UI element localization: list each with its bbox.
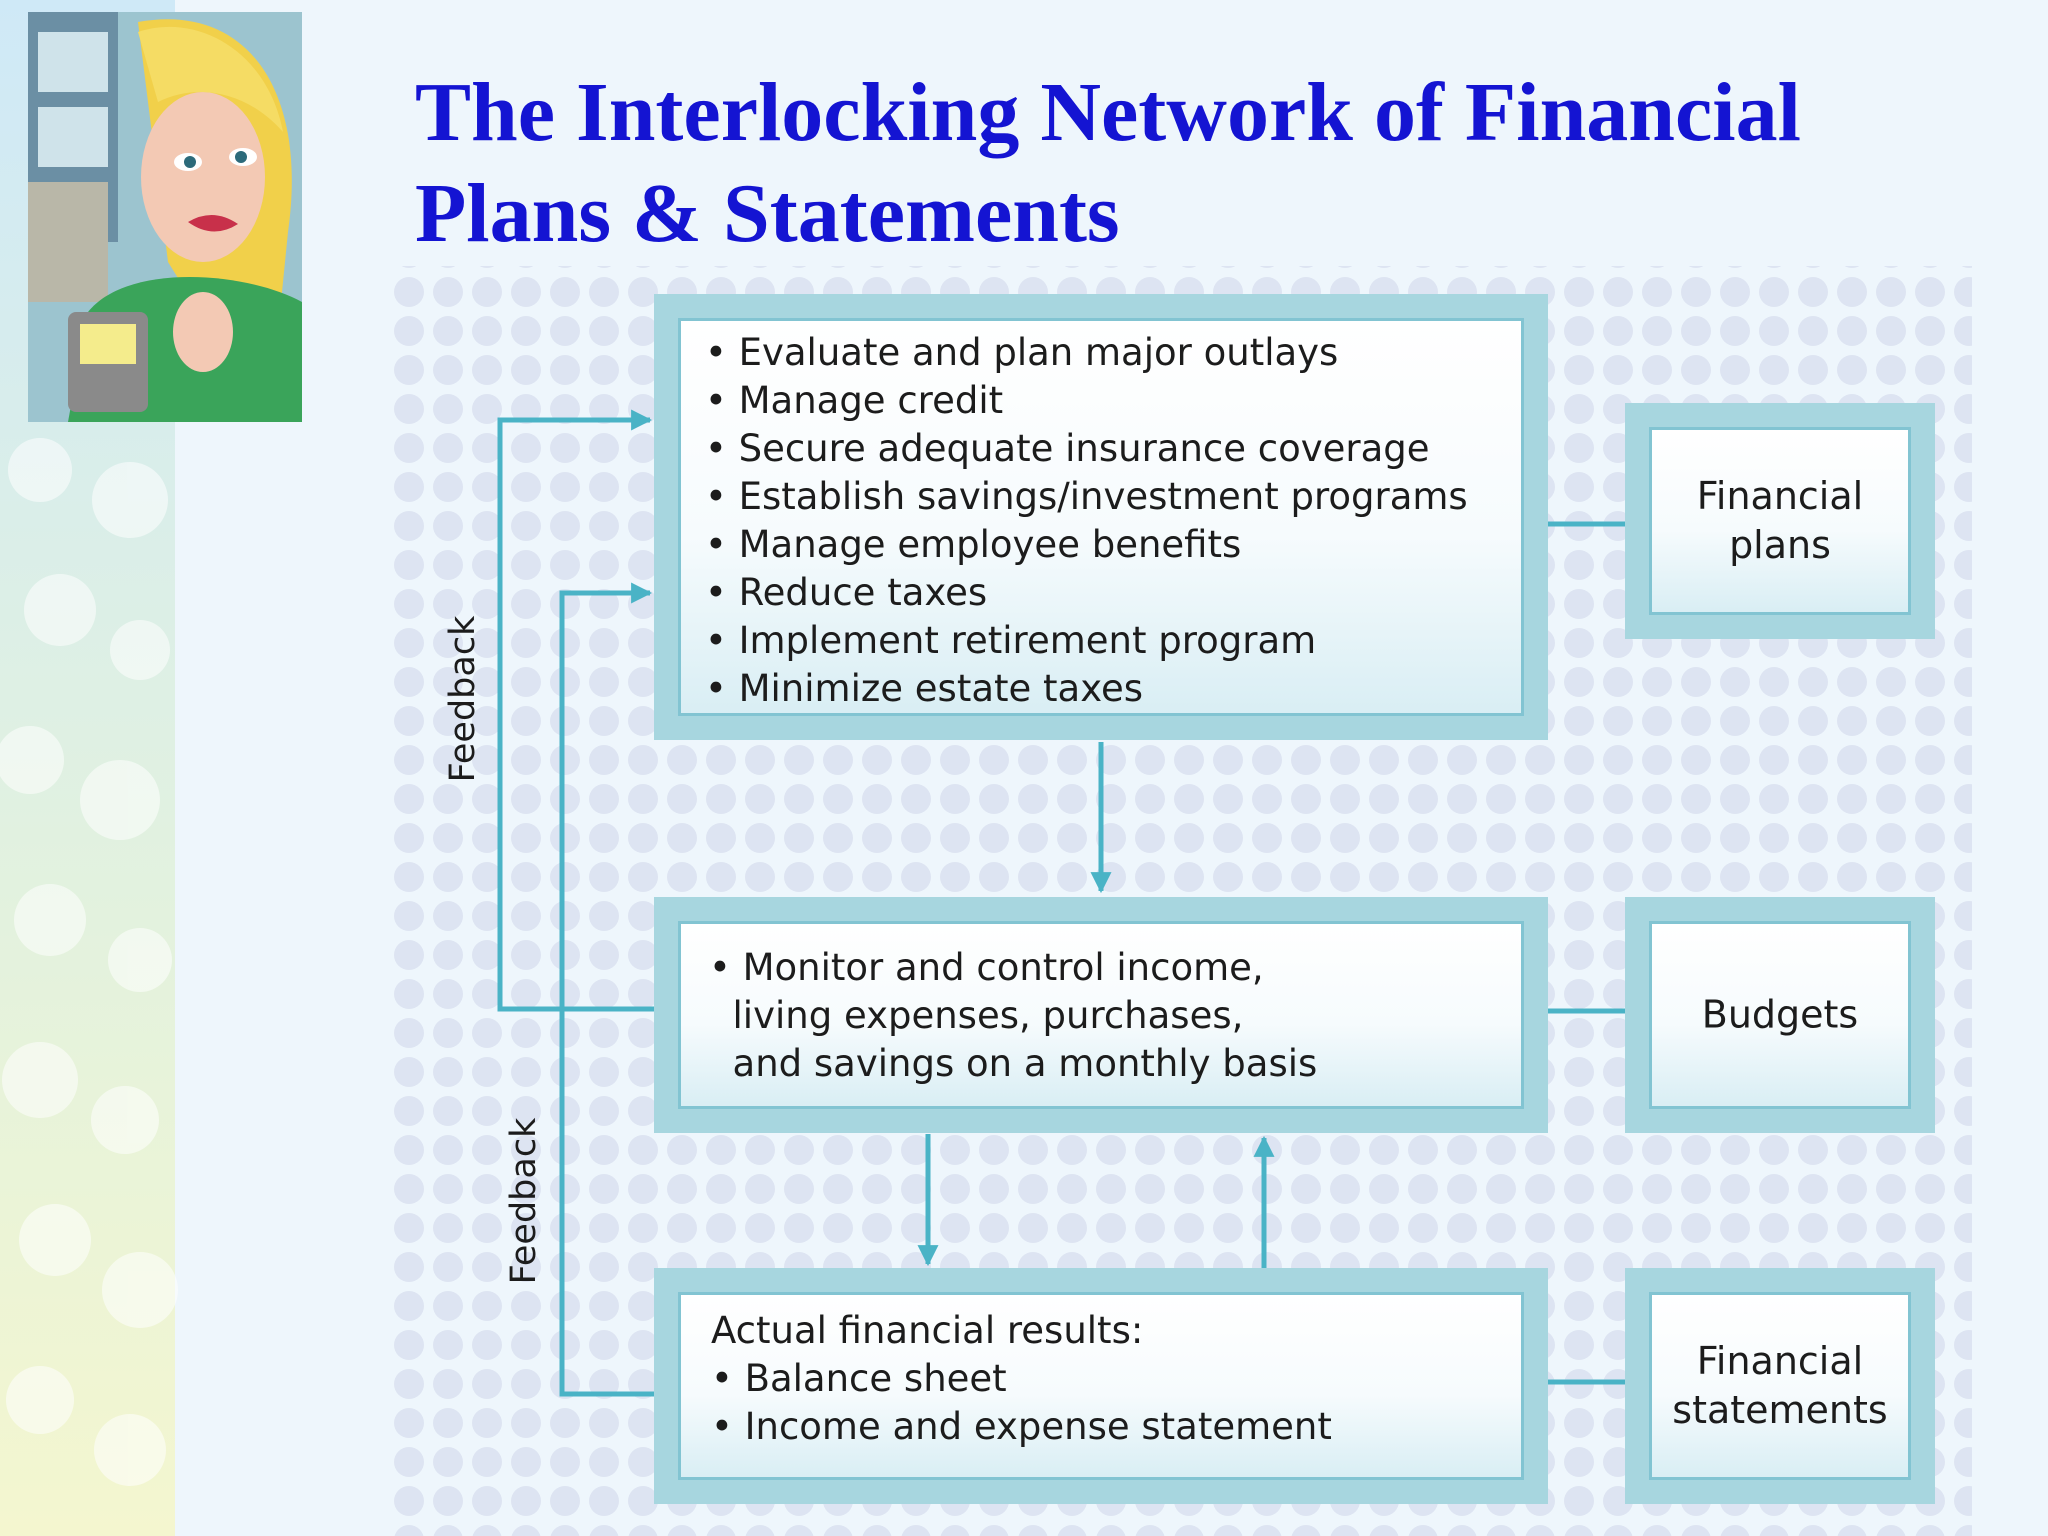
plans-activity-item: Manage credit xyxy=(705,377,1521,425)
plans-activity-item: Secure adequate insurance coverage xyxy=(705,425,1521,473)
results-list: Balance sheetIncome and expense statemen… xyxy=(711,1355,1521,1451)
feedback-label-inner: Feedback xyxy=(504,1117,544,1285)
title-line-2: Plans & Statements xyxy=(415,167,1120,260)
budget-activities-text: • Monitor and control income, living exp… xyxy=(709,946,1318,1085)
financial-results-box: Actual financial results: Balance sheetI… xyxy=(654,1268,1548,1504)
budgets-label-box: Budgets xyxy=(1625,897,1935,1133)
plans-activity-item: Minimize estate taxes xyxy=(705,665,1521,713)
plans-activities-list: Evaluate and plan major outlaysManage cr… xyxy=(705,329,1521,713)
plans-activity-item: Implement retirement program xyxy=(705,617,1521,665)
plans-activity-item: Reduce taxes xyxy=(705,569,1521,617)
results-item: Balance sheet xyxy=(711,1355,1521,1403)
financial-statements-label-box: Financial statements xyxy=(1625,1268,1935,1504)
financial-network-diagram: Feedback Feedback Evaluate and plan majo… xyxy=(392,266,1972,1536)
budgets-label: Budgets xyxy=(1701,992,1859,1037)
results-heading: Actual financial results: xyxy=(711,1309,1144,1352)
title-line-1: The Interlocking Network of Financial xyxy=(415,66,1801,159)
plans-activity-item: Establish savings/investment programs xyxy=(705,473,1521,521)
worried-woman-icon xyxy=(28,12,302,422)
feedback-label-outer: Feedback xyxy=(443,615,483,783)
financial-statements-label: Financial statements xyxy=(1672,1339,1888,1432)
page-title: The Interlocking Network of Financial Pl… xyxy=(415,62,2015,264)
plans-activity-item: Manage employee benefits xyxy=(705,521,1521,569)
financial-plans-label: Financial plans xyxy=(1696,474,1864,567)
woman-illustration xyxy=(28,12,302,422)
connector-lines xyxy=(497,409,1625,1397)
results-item: Income and expense statement xyxy=(711,1403,1521,1451)
feedback-outer-line xyxy=(497,409,654,1012)
budget-activities-box: • Monitor and control income, living exp… xyxy=(654,897,1548,1133)
financial-plans-label-box: Financial plans xyxy=(1625,403,1935,639)
plans-activity-item: Evaluate and plan major outlays xyxy=(705,329,1521,377)
feedback-inner-line xyxy=(559,582,654,1397)
plans-activities-box: Evaluate and plan major outlaysManage cr… xyxy=(654,294,1548,740)
